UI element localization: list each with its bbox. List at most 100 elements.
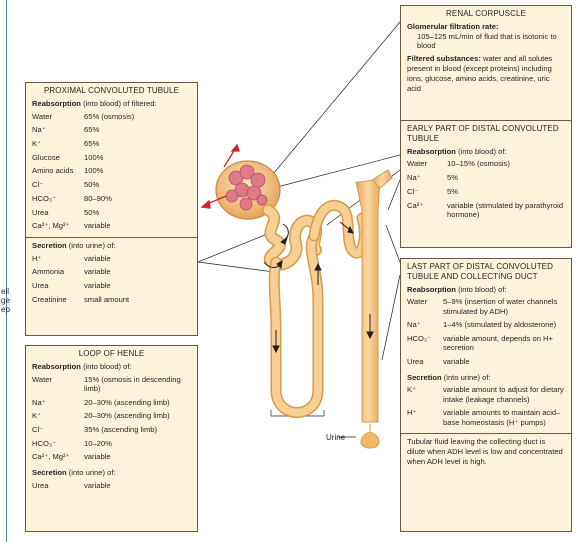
reabsorption-word: Reabsorption (32, 362, 81, 371)
table-row: H⁺variable amounts to maintain acid–base… (407, 408, 565, 431)
gfr-label: Glomerular filtration rate: (407, 22, 499, 31)
substance: Urea (32, 281, 84, 295)
late-distal-secretion-table: K⁺variable amount to adjust for dietary … (407, 385, 565, 431)
amount: variable (84, 452, 191, 466)
table-row: Water15% (osmosis in descending limb) (32, 375, 191, 398)
amount: 65% (osmosis) (84, 112, 191, 126)
table-row: Ca²⁺variable (stimulated by parathyroid … (407, 201, 565, 224)
substance: Creatinine (32, 295, 84, 309)
substance: Ammonia (32, 267, 84, 281)
amount: small amount (84, 295, 191, 309)
table-row: K⁺65% (32, 139, 191, 153)
gfr-text: 105–125 mL/min of fluid that is isotonic… (407, 32, 565, 52)
table-row: Water5–9% (insertion of water channels s… (407, 297, 565, 320)
substance: Water (32, 112, 84, 126)
substance: HCO₃⁻ (32, 194, 84, 208)
amount: variable (84, 267, 191, 281)
table-row: Glucose100% (32, 153, 191, 167)
reabsorption-word: Reabsorption (32, 99, 81, 108)
table-row: Na⁺20–30% (ascending limb) (32, 398, 191, 412)
substance: Glucose (32, 153, 84, 167)
substance: K⁺ (32, 411, 84, 425)
amount: 65% (84, 125, 191, 139)
table-row: Water65% (osmosis) (32, 112, 191, 126)
substance: Na⁺ (407, 173, 447, 187)
amount: 80–90% (84, 194, 191, 208)
substance: Water (32, 375, 84, 398)
table-row: Cl⁻35% (ascending limb) (32, 425, 191, 439)
amount: 5% (447, 187, 565, 201)
substance: Amino acids (32, 166, 84, 180)
table-row: Cl⁻50% (32, 180, 191, 194)
substance: K⁺ (32, 139, 84, 153)
table-row: K⁺20–30% (ascending limb) (32, 411, 191, 425)
table-row: Na⁺5% (407, 173, 565, 187)
reabsorption-rest: (into blood) of: (83, 362, 132, 371)
substance: Cl⁻ (32, 425, 84, 439)
urine-label: Urine (326, 433, 345, 442)
gfr-definition: Glomerular filtration rate: 105–125 mL/m… (407, 22, 565, 51)
filtered-definition: Filtered substances: water and all solut… (407, 54, 565, 93)
substance: H⁺ (32, 254, 84, 268)
amount: 20–30% (ascending limb) (84, 398, 191, 412)
divider (26, 237, 197, 238)
substance: H⁺ (407, 408, 443, 431)
substance: Na⁺ (32, 398, 84, 412)
secretion-word: Secretion (32, 241, 67, 250)
table-row: Water10–15% (osmosis) (407, 159, 565, 173)
substance: Urea (407, 357, 443, 371)
substance: Water (407, 159, 447, 173)
filtered-label: Filtered substances: (407, 54, 481, 63)
reabsorption-word: Reabsorption (407, 147, 456, 156)
early-distal-reabsorption-header: Reabsorption (into blood) of: (407, 147, 565, 157)
amount: variable (84, 221, 191, 235)
proximal-reabsorption-header: Reabsorption (into blood) of filtered: (32, 99, 191, 109)
amount: 1–4% (stimulated by aldosterone) (443, 320, 565, 334)
table-row: Ca²⁺, Mg²⁺variable (32, 452, 191, 466)
amount: variable (stimulated by parathyroid horm… (447, 201, 565, 224)
table-row: H⁺variable (32, 254, 191, 268)
late-distal-note: Tubular fluid leaving the collecting duc… (407, 437, 565, 466)
henle-reabsorption-header: Reabsorption (into blood) of: (32, 362, 191, 372)
henle-title: LOOP OF HENLE (32, 349, 191, 359)
proximal-title: PROXIMAL CONVOLUTED TUBULE (32, 86, 191, 96)
substance: Cl⁻ (407, 187, 447, 201)
table-row: K⁺variable amount to adjust for dietary … (407, 385, 565, 408)
table-row: Ca²⁺, Mg²⁺variable (32, 221, 191, 235)
substance: K⁺ (407, 385, 443, 408)
table-row: Na⁺65% (32, 125, 191, 139)
amount: variable (443, 357, 565, 371)
amount: variable amounts to maintain acid–base h… (443, 408, 565, 431)
substance: Ca²⁺, Mg²⁺ (32, 221, 84, 235)
table-row: HCO₃⁻variable amount, depends on H+ secr… (407, 334, 565, 357)
amount: 10–15% (osmosis) (447, 159, 565, 173)
amount: 15% (osmosis in descending limb) (84, 375, 191, 398)
amount: 20–30% (ascending limb) (84, 411, 191, 425)
early-distal-title: EARLY PART OF DISTAL CONVOLUTED TUBULE (407, 124, 565, 144)
renal-corpuscle-title: RENAL CORPUSCLE (407, 9, 565, 19)
table-row: HCO₃⁻10–20% (32, 439, 191, 453)
proximal-panel: PROXIMAL CONVOLUTED TUBULE Reabsorption … (25, 82, 198, 336)
secretion-word: Secretion (407, 373, 442, 382)
divider (401, 433, 571, 434)
amount: 100% (84, 166, 191, 180)
urine-drop (361, 424, 379, 448)
secretion-rest: (into urine) of: (69, 241, 116, 250)
secretion-rest: (into urine) of: (69, 468, 116, 477)
late-distal-title: LAST PART OF DISTAL CONVOLUTED TUBULE AN… (407, 262, 565, 282)
reabsorption-rest: (into blood) of: (458, 285, 507, 294)
amount: variable amount, depends on H+ secretion (443, 334, 565, 357)
late-distal-reabsorption-header: Reabsorption (into blood) of: (407, 285, 565, 295)
amount: 100% (84, 153, 191, 167)
early-distal-panel: EARLY PART OF DISTAL CONVOLUTED TUBULE R… (400, 120, 572, 248)
amount: 35% (ascending limb) (84, 425, 191, 439)
